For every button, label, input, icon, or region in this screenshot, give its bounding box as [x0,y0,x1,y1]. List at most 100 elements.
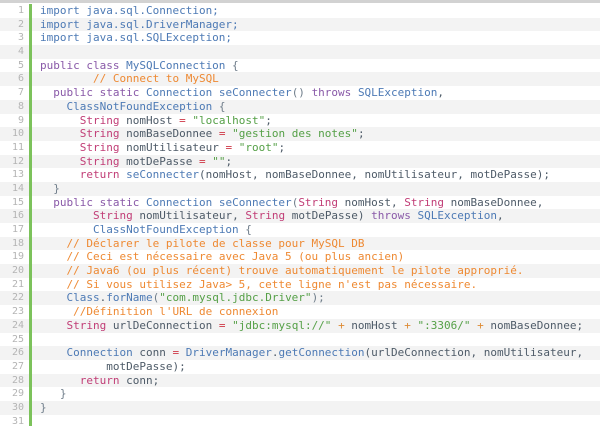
token-string: "root" [238,140,279,154]
token-builtin: String [404,195,445,209]
code-text: ClassNotFoundException { [32,100,600,114]
token-type: seConnecter [218,86,292,100]
line-number: 20 [11,265,24,277]
token-plain [40,114,80,127]
code-text: String nomHost = "localhost"; [32,114,600,128]
line-number: 16 [11,210,24,222]
token-plain [179,346,186,359]
gutter-bar [29,400,32,415]
token-plain [40,155,80,168]
token-comment: //Définition l'URL de connexion [73,305,279,319]
gutter-bar [29,4,32,18]
code-line: 30} [0,400,600,415]
line-number: 30 [11,401,24,413]
token-type: Class [66,291,100,305]
token-plain: ; [225,154,233,168]
token-string: "com.mysql.jdbc.Driver" [159,291,312,305]
code-text: import java.sql.DriverManager; [32,18,600,32]
gutter-bar [29,154,32,169]
code-text: Class.forName("com.mysql.jdbc.Driver"); [32,291,600,305]
token-type: Connection [66,346,133,360]
token-plain [40,86,53,99]
token-plain [40,168,80,181]
code-line: 12 String motDePasse = ""; [0,154,600,169]
token-type: SQLException [357,86,438,100]
gutter-bar [29,387,32,401]
line-number: 9 [17,114,24,126]
top-border [0,0,600,3]
code-text: String nomUtilisateur, String motDePasse… [32,209,600,223]
token-plain: conn; [119,373,160,387]
code-line: 29 } [0,387,600,401]
token-comment: // Déclarer le pilote de classe pour MyS… [66,236,365,250]
token-plain [40,127,80,140]
code-text: // Déclarer le pilote de classe pour MyS… [32,237,600,251]
token-plain [351,86,358,99]
token-comment: // Connect to MySQL [40,72,219,86]
token-type: MySQLConnection [126,58,226,72]
gutter-bar [29,373,32,388]
token-plain: , [437,86,445,100]
token-plain: motDePasse [119,154,199,168]
line-number: 12 [11,155,24,167]
code-text: String urlDeConnection = "jdbc:mysql://"… [32,319,600,333]
code-line: 20 // Java6 (ou plus récent) trouve auto… [0,264,600,278]
token-type: ClassNotFoundException [92,223,239,236]
code-line: 14 } [0,181,600,196]
line-number: 15 [11,196,24,208]
token-plain: (urlDeConnection, nomUtilisateur, [364,346,584,360]
token-plain [40,319,67,332]
token-type: DriverManager [185,346,272,360]
gutter-bar [29,72,32,87]
token-op_eq: = [218,127,226,141]
token-plain: nomHost [119,113,180,127]
token-plain [411,319,418,332]
token-string: ":3306/" [417,318,471,332]
token-plain [40,196,53,209]
token-builtin: String [79,154,120,168]
token-plain: motDePasse) [285,209,372,223]
token-builtin: String [66,318,107,332]
code-line: 9 String nomHost = "localhost"; [0,113,600,128]
code-text: //Définition l'URL de connexion [32,305,600,319]
token-type: seConnecter [218,195,292,209]
token-type: getConnection [278,346,365,360]
token-string: "" [212,154,226,168]
gutter-bar [29,168,32,182]
token-plain [40,291,67,304]
code-line: 31 [0,414,600,426]
token-builtin: String [79,140,120,154]
token-plain: nomBaseDonnee; [483,318,584,332]
token-plain [40,223,93,236]
code-text: String nomBaseDonnee = "gestion des note… [32,127,600,141]
code-text: } [32,401,600,415]
gutter-bar [29,31,32,46]
token-plain [40,250,67,263]
code-line: 8 ClassNotFoundException { [0,99,600,114]
line-number: 17 [11,224,24,235]
gutter-bar [29,236,32,251]
token-plain: ; [278,140,286,154]
code-text [32,415,600,426]
gutter-bar [29,359,32,374]
code-text: } [32,387,600,401]
line-number: 13 [11,169,24,181]
code-text: ClassNotFoundException { [32,223,600,237]
code-text: // Java6 (ou plus récent) trouve automat… [32,264,600,278]
gutter-bar [29,264,32,278]
code-line: 7 public static Connection seConnecter()… [0,86,600,100]
code-text: Connection conn = DriverManager.getConne… [32,346,600,360]
gutter-bar [29,99,32,114]
line-number: 19 [11,251,24,263]
code-line: 28 return conn; [0,373,600,388]
code-text: } [32,182,600,196]
gutter-bar [29,113,32,128]
token-op_eq: = [172,346,180,360]
gutter-bar [29,318,32,333]
token-builtin: String [79,113,120,127]
token-type: seConnecter [126,168,199,182]
token-plain [40,141,80,154]
